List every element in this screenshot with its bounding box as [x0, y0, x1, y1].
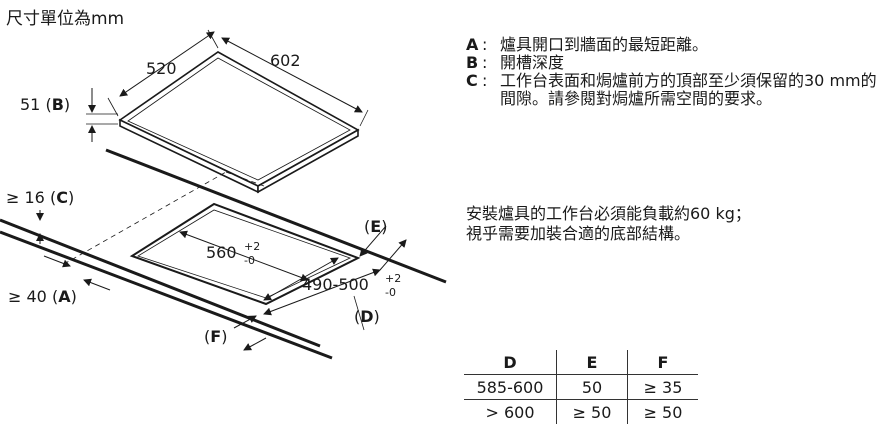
height-dimension: 51 (B) [20, 95, 70, 114]
load-note: 安裝爐具的工作台必須能負載約60 kg； 視乎需要加裝合適的底部結構。 [466, 204, 891, 244]
load-note-line-1: 安裝爐具的工作台必須能負載約60 kg； [466, 204, 751, 223]
table-cell: ≥ 50 [627, 399, 698, 424]
cutout-width-tolerance-top: +2 [244, 240, 260, 253]
cutout-depth-tolerance-bottom: -0 [385, 286, 396, 299]
label-d: (D) [354, 307, 380, 326]
cutout-width-tolerance-bottom: -0 [244, 254, 255, 267]
table-cell: > 600 [464, 399, 557, 424]
cutout-width-dimension: 560 [206, 243, 237, 262]
table-cell: ≥ 35 [627, 374, 698, 400]
gap-a-dimension: ≥ 40 (A) [8, 287, 77, 306]
label-f: (F) [204, 327, 227, 346]
gap-c-dimension: ≥ 16 (C) [6, 188, 74, 207]
note-b: B : 開槽深度 [466, 53, 565, 72]
table-header: E [556, 350, 628, 375]
label-e: (E) [364, 217, 387, 236]
table-cell: 585-600 [464, 374, 557, 400]
table-header: F [627, 350, 698, 375]
notes-list: A : 爐具開口到牆面的最短距離。 B : 開槽深度 C : 工作台表面和焗爐前… [466, 36, 891, 108]
table-header-row: D E F [464, 350, 698, 375]
width-dimension: 520 [146, 59, 177, 78]
note-a: A : 爐具開口到牆面的最短距離。 [466, 35, 709, 54]
depth-dimension: 602 [270, 51, 301, 70]
table-header: D [464, 350, 557, 375]
table-row: 585-600 50 ≥ 35 [464, 374, 698, 400]
dimension-table: D E F 585-600 50 ≥ 35 > 600 ≥ 50 ≥ 50 [464, 350, 698, 424]
note-c: C : 工作台表面和焗爐前方的頂部至少須保留的30 mm的間隙。請參閱對焗爐所需… [466, 71, 877, 108]
installation-diagram: 520 602 51 (B) 560 +2 -0 490-500 +2 -0 (… [0, 29, 447, 360]
table-cell: 50 [556, 374, 628, 400]
load-note-line-2: 視乎需要加裝合適的底部結構。 [466, 224, 691, 243]
table-row: > 600 ≥ 50 ≥ 50 [464, 399, 698, 424]
table-cell: ≥ 50 [556, 399, 628, 424]
cutout-depth-tolerance-top: +2 [385, 272, 401, 285]
page-title: 尺寸單位為mm [6, 9, 125, 29]
